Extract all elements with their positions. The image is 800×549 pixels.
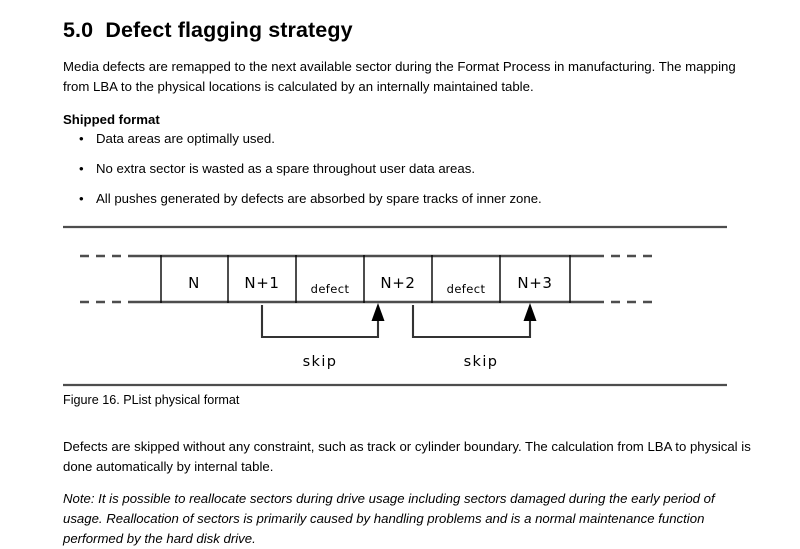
note-paragraph: Note: It is possible to reallocate secto… xyxy=(63,491,715,547)
skip-arrowhead-1 xyxy=(371,303,385,321)
skip-bracket-1 xyxy=(260,305,380,339)
shipped-format-subheading: Shipped format xyxy=(63,111,160,127)
list-item-label: Data areas are optimally used. xyxy=(96,131,275,146)
bullet-marker-icon: • xyxy=(79,131,84,146)
skip-arrowhead-2 xyxy=(523,303,537,321)
cell-label-n-plus-2: N+2 xyxy=(380,274,415,292)
skip-bracket-2 xyxy=(411,305,532,339)
list-item-label: No extra sector is wasted as a spare thr… xyxy=(96,161,475,176)
cell-label-defect-2: defect xyxy=(447,282,486,296)
cell-label-n-plus-1: N+1 xyxy=(244,274,279,292)
bullet-marker-icon: • xyxy=(79,161,84,176)
figure-caption: Figure 16. PList physical format xyxy=(63,393,240,407)
skip-label-2: skip xyxy=(464,354,499,370)
page-title: 5.0 Defect flagging strategy xyxy=(63,18,353,43)
cell-label-defect-1: defect xyxy=(311,282,350,296)
bullet-marker-icon: • xyxy=(79,191,84,206)
list-item: • No extra sector is wasted as a spare t… xyxy=(75,160,735,177)
list-item: • Data areas are optimally used. xyxy=(75,130,735,147)
shipped-format-bullet-list: • Data areas are optimally used. • No ex… xyxy=(75,130,735,220)
post-figure-paragraph: Defects are skipped without any constrai… xyxy=(63,439,751,475)
document-page: 5.0 Defect flagging strategy Media defec… xyxy=(63,18,751,546)
list-item: • All pushes generated by defects are ab… xyxy=(75,190,735,207)
list-item-label: All pushes generated by defects are abso… xyxy=(96,191,542,206)
cell-label-n-plus-3: N+3 xyxy=(517,274,552,292)
cell-label-n: N xyxy=(188,274,200,292)
intro-paragraph: Media defects are remapped to the next a… xyxy=(63,59,736,95)
skip-label-1: skip xyxy=(303,354,338,370)
